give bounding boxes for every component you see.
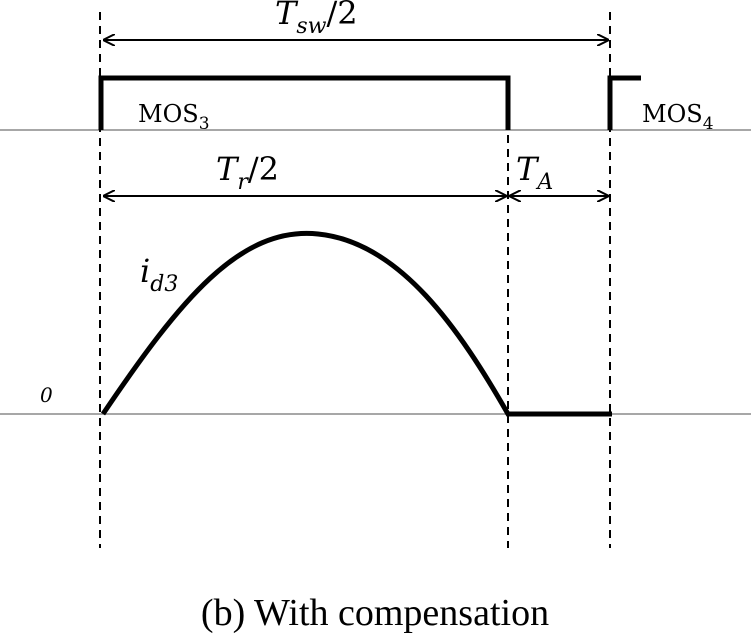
zero-label: 0: [40, 383, 53, 407]
tr-half-label: Tr/2: [216, 150, 279, 195]
ta-label: TA: [516, 150, 553, 195]
mos4-label: MOS4: [642, 100, 714, 134]
current-label: id3: [140, 252, 178, 297]
caption: (b) With compensation: [201, 592, 549, 634]
mos4-pulse: [607, 75, 641, 130]
tsw-half-label: Tsw/2: [275, 0, 358, 39]
mos3-label: MOS3: [138, 100, 210, 134]
current-waveform: [100, 230, 612, 417]
mos3-pulse: [98, 75, 511, 130]
